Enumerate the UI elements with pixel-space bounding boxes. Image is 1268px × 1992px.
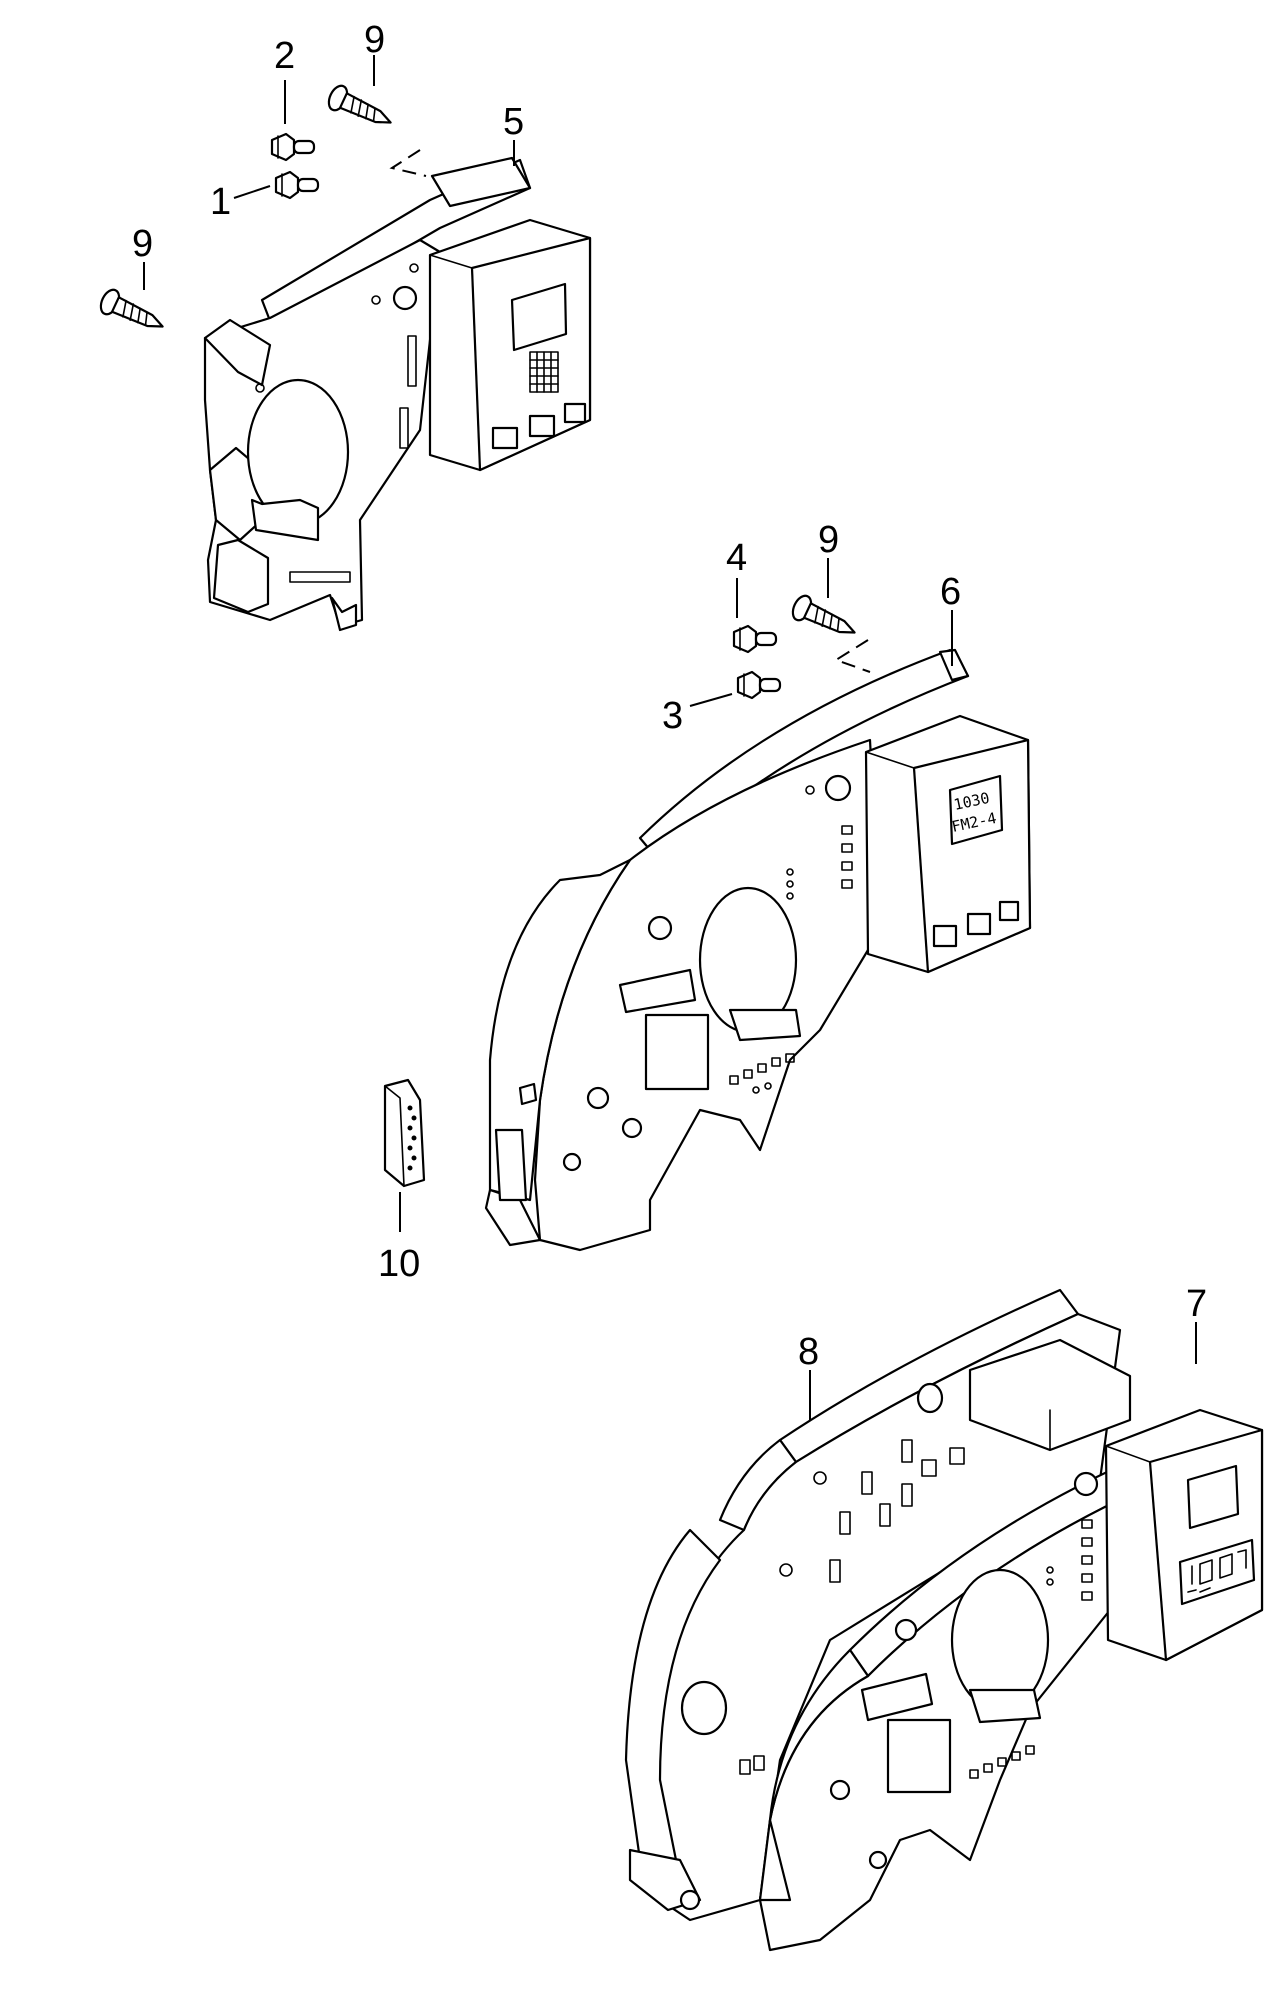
callout-10: 10 [378,1243,420,1285]
callout-9-left: 9 [132,223,153,265]
callout-8: 8 [798,1331,819,1373]
callout-1: 1 [210,181,231,223]
instrument-cluster-8 [624,1288,1132,1922]
led-row-6 [729,825,853,1094]
callout-4: 4 [726,537,747,579]
bulb-socket-1 [274,170,320,200]
callout-6: 6 [940,571,961,613]
led-row-7 [969,1519,1093,1779]
screw-9-top [327,84,392,124]
screw-9-middle [791,594,856,634]
callout-7: 7 [1186,1283,1207,1325]
circuit-components [739,1439,965,1775]
keypad-grid [529,351,559,393]
callout-5: 5 [503,101,524,143]
connector-10 [383,1078,426,1188]
bulb-socket-4 [732,624,778,654]
leader-lines [143,55,1197,1420]
instrument-cluster-7 [758,1408,1264,1952]
instrument-cluster-6: 1030 FM2-4 [484,648,1032,1252]
callout-9-top: 9 [364,19,385,61]
bulb-socket-3 [736,670,782,700]
bulb-socket-2 [270,132,316,162]
callout-2: 2 [274,35,295,77]
connector-pins [407,1105,417,1171]
callout-9-middle: 9 [818,519,839,561]
segment-display-icon [1187,1549,1247,1593]
screw-9-left [99,288,164,328]
callout-3: 3 [662,695,683,737]
instrument-cluster-5 [203,156,592,632]
assembly-line-5 [389,149,427,177]
assembly-line-6 [833,639,871,673]
